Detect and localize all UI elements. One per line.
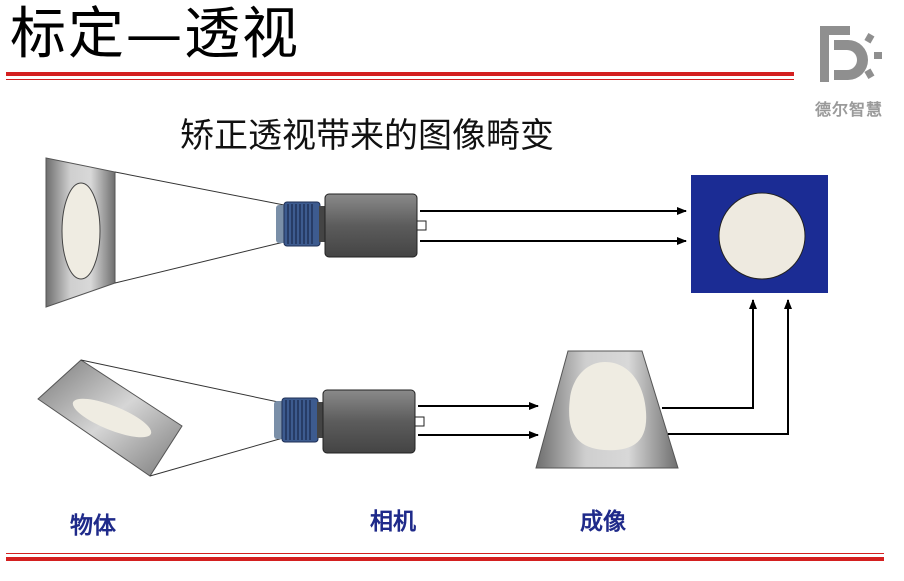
- correction-arrow: [668, 299, 792, 435]
- title-underline-thin: [6, 79, 794, 80]
- corrected-output: [691, 175, 828, 293]
- distorted-image: [535, 350, 679, 469]
- caption-camera: 相机: [370, 508, 416, 535]
- footer-rule-thin: [6, 553, 884, 554]
- logo-icon: [820, 26, 882, 82]
- view-line: [114, 241, 285, 284]
- caption-object: 物体: [70, 512, 116, 539]
- correction-arrow: [662, 299, 757, 409]
- object-frontal: [45, 157, 116, 308]
- footer-rule: [6, 557, 884, 561]
- object-tilted: [37, 359, 183, 477]
- view-line: [80, 359, 284, 404]
- page-title: 标定—透视: [10, 2, 300, 67]
- view-line: [149, 437, 284, 477]
- caption-image: 成像: [580, 508, 626, 535]
- title-underline: [6, 72, 794, 76]
- camera-bottom: [274, 389, 425, 454]
- camera-top: [276, 193, 427, 258]
- logo-text: 德尔智慧: [814, 100, 883, 119]
- diagram-subtitle: 矫正透视带来的图像畸变: [180, 116, 554, 156]
- view-line: [114, 171, 285, 206]
